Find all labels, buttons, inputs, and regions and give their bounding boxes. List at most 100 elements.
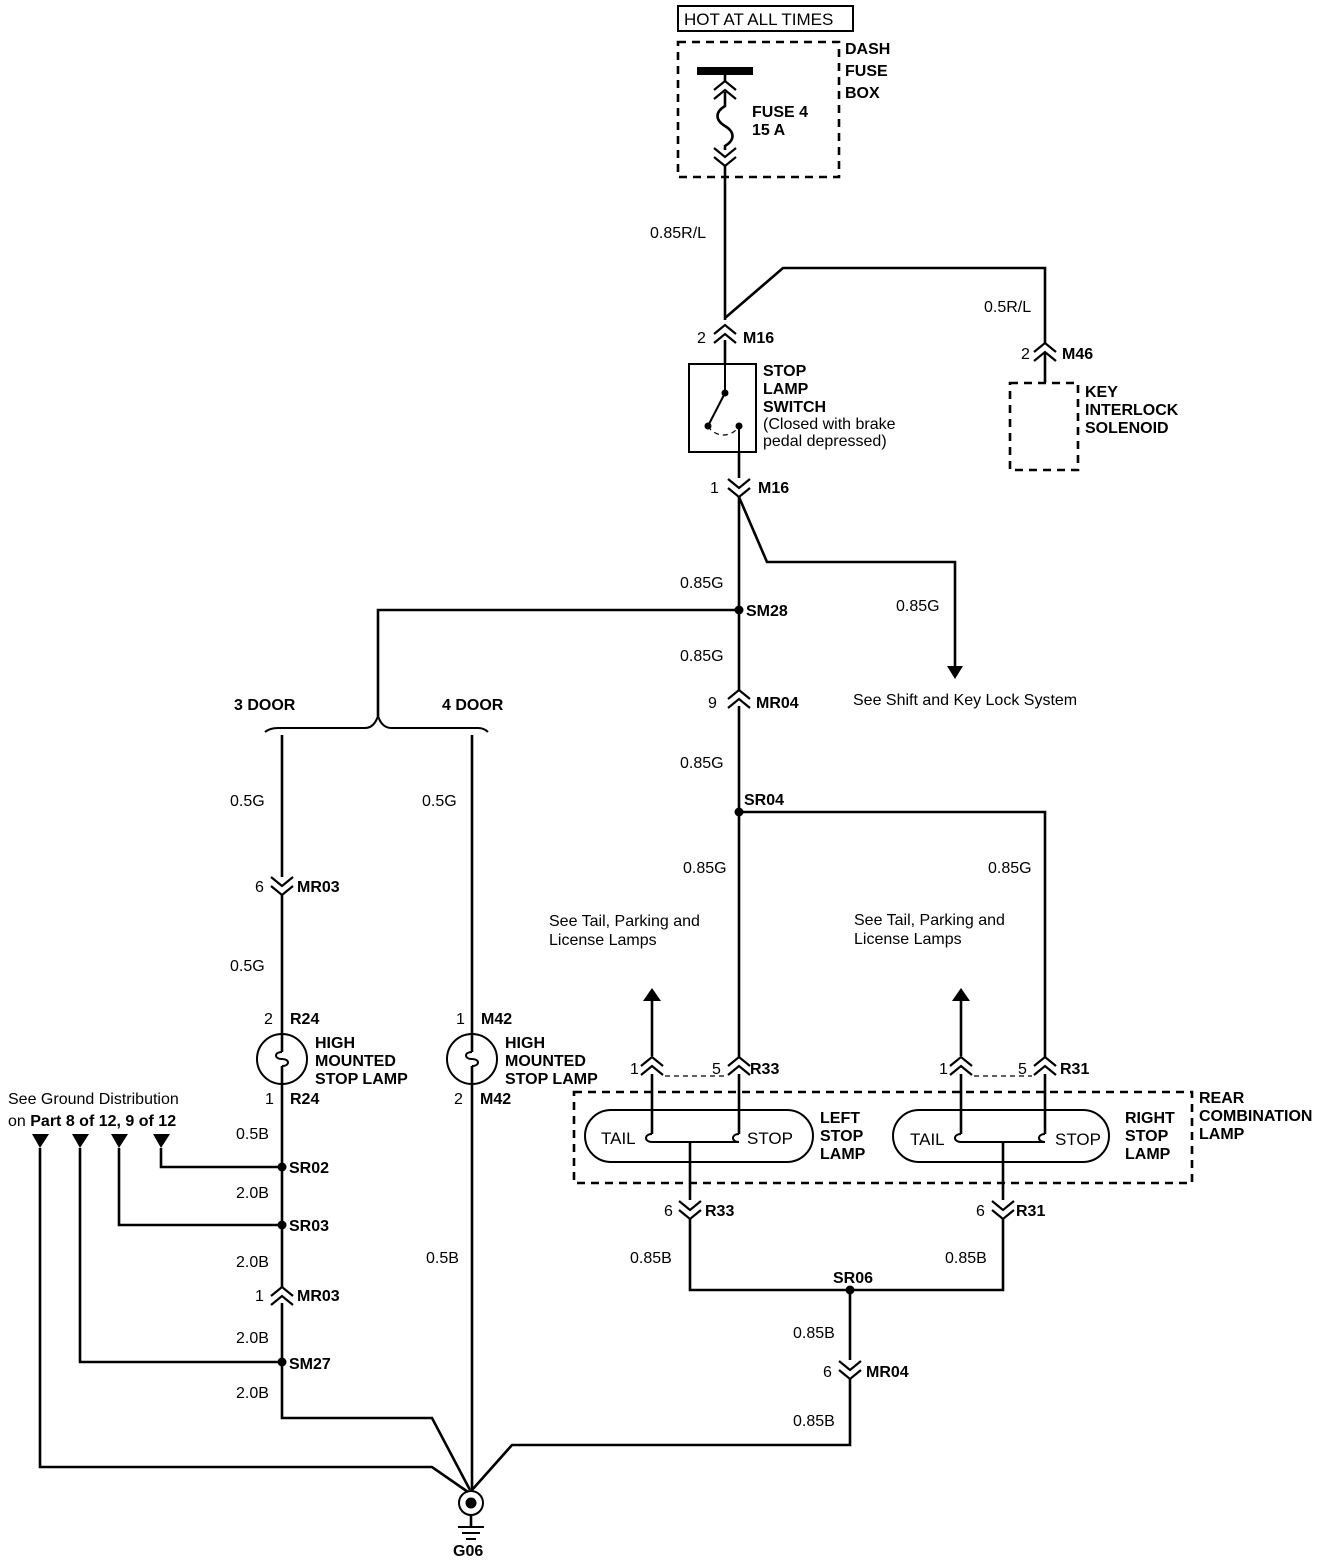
switch-note-2: pedal depressed): [763, 433, 887, 450]
splice-sr03-label: SR03: [289, 1218, 329, 1235]
fuse-box-label-1: DASH: [845, 41, 890, 58]
wire-label-switch-out: 0.85G: [680, 575, 724, 592]
switch-note-1: (Closed with brake: [763, 416, 896, 433]
wire-label-sr06-mr04: 0.85B: [793, 1325, 835, 1342]
key-interlock-solenoid: [1008, 381, 1080, 472]
mr03-upper-connector: [270, 876, 294, 897]
mr04-upper-connector: [727, 688, 751, 709]
wire-to-key-interlock: [724, 266, 1047, 344]
wire-label-right-ground: 0.85B: [945, 1250, 987, 1267]
mr03-lower-name: MR03: [297, 1288, 340, 1305]
hmsl-4door-label-2: MOUNTED: [505, 1053, 586, 1070]
left-lamp-label-3: LAMP: [820, 1146, 866, 1163]
power-bus-bar: [697, 67, 753, 75]
r33-ground-connector: [678, 1200, 702, 1221]
m46-name: M46: [1062, 346, 1093, 363]
hmsl-4door-label-3: STOP LAMP: [505, 1071, 598, 1088]
wire-sm28-to-hmsl: [376, 608, 739, 716]
m42-bottom-pin: 2: [454, 1091, 463, 1108]
mr04-lower-connector: [838, 1360, 862, 1381]
mr03-upper-pin: 6: [255, 879, 264, 896]
hmsl-4door-bulb: [446, 1033, 498, 1085]
rear-combination-label-1: REAR: [1199, 1090, 1245, 1107]
fuse-upper-connector: [713, 79, 737, 100]
shift-lock-arrow-icon: [947, 666, 963, 679]
wire-label-mr03: 2.0B: [236, 1254, 269, 1271]
mr04-upper-pin: 9: [708, 695, 717, 712]
r31-ground-connector: [991, 1200, 1015, 1221]
ground-g06-icon: [458, 1490, 484, 1540]
wire-label-sm27-down: 2.0B: [236, 1385, 269, 1402]
fuse-4: [716, 92, 734, 150]
r31-ground-name: R31: [1016, 1203, 1045, 1220]
ref-ground-dist-1: See Ground Distribution: [8, 1091, 179, 1108]
fuse-box-label-2: FUSE: [845, 63, 888, 80]
left-stop-label: STOP: [747, 1129, 793, 1148]
hot-at-all-times-label: HOT AT ALL TIMES: [684, 10, 833, 29]
mr04-upper-name: MR04: [756, 695, 799, 712]
r33-ground-name: R33: [705, 1203, 734, 1220]
mr04-lower-name: MR04: [866, 1364, 909, 1381]
hmsl-3door-label-1: HIGH: [315, 1035, 355, 1052]
wire-label-hmsl4-ground: 0.5B: [426, 1250, 459, 1267]
right-lamp-label-2: STOP: [1125, 1128, 1169, 1145]
ground-g06-label: G06: [453, 1543, 483, 1560]
r31-stop-name: R31: [1060, 1061, 1089, 1078]
m42-top-pin: 1: [456, 1011, 465, 1028]
wire-label-sr03: 2.0B: [236, 1185, 269, 1202]
mr03-lower-pin: 1: [255, 1288, 264, 1305]
wire-3door-ground-to-g06: [280, 1303, 472, 1491]
right-stop-lamp-bulb: [892, 1074, 1110, 1163]
rear-combination-label-2: COMBINATION: [1199, 1108, 1312, 1125]
wire-label-key-interlock: 0.5R/L: [984, 299, 1031, 316]
wire-label-right-lamp: 0.85G: [988, 860, 1032, 877]
fuse-lower-connector: [713, 147, 737, 168]
stop-lamp-switch: [688, 363, 757, 453]
ref-tail-parking-left-2: License Lamps: [549, 932, 657, 949]
splice-sm27-label: SM27: [289, 1356, 331, 1373]
r33-ground-pin: 6: [664, 1203, 673, 1220]
ref-tail-parking-right-2: License Lamps: [854, 931, 962, 948]
ref-tail-parking-right-1: See Tail, Parking and: [854, 912, 1005, 929]
hmsl-4door-label-1: HIGH: [505, 1035, 545, 1052]
right-lamp-label-3: LAMP: [1125, 1146, 1171, 1163]
wire-label-mr04-sr04: 0.85G: [680, 755, 724, 772]
switch-label-2: LAMP: [763, 381, 809, 398]
r31-stop-connector: [1033, 1055, 1057, 1076]
wire-label-hmsl4: 0.5G: [422, 793, 457, 810]
r33-tail-connector: [640, 1055, 664, 1076]
m16-top-name: M16: [743, 330, 774, 347]
ground-ref-arrow-3-icon: [111, 1134, 128, 1148]
r33-stop-name: R33: [750, 1061, 779, 1078]
r24-top-name: R24: [290, 1011, 319, 1028]
option-4-door: 4 DOOR: [442, 697, 504, 714]
left-lamp-label-1: LEFT: [820, 1110, 860, 1127]
option-3-door: 3 DOOR: [234, 697, 296, 714]
wire-label-hmsl3-lower: 0.5G: [230, 958, 265, 975]
m46-pin: 2: [1021, 346, 1030, 363]
ground-ref-arrow-1-icon: [32, 1134, 49, 1148]
wire-label-sr02: 0.5B: [236, 1126, 269, 1143]
ref-shift-key-lock: See Shift and Key Lock System: [853, 692, 1077, 709]
right-tail-label: TAIL: [910, 1130, 945, 1149]
left-tail-arrow-icon: [643, 988, 661, 1001]
rear-combination-lamp: [572, 1090, 1194, 1185]
r31-ground-pin: 6: [976, 1203, 985, 1220]
hmsl-3door-bulb: [256, 1033, 308, 1085]
m16-bottom-name: M16: [758, 480, 789, 497]
r24-top-pin: 2: [264, 1011, 273, 1028]
m42-bottom-name: M42: [480, 1091, 511, 1108]
fuse-rating-label: 15 A: [752, 122, 786, 139]
door-option-bracket: [264, 712, 489, 733]
splice-sr04-label: SR04: [744, 792, 784, 809]
m16-bottom-connector: [727, 478, 751, 499]
splice-sr06-label: SR06: [833, 1270, 873, 1287]
splice-sr02-label: SR02: [289, 1160, 329, 1177]
hmsl-3door-label-2: MOUNTED: [315, 1053, 396, 1070]
ref-ground-dist-2: on Part 8 of 12, 9 of 12: [8, 1113, 176, 1130]
r33-stop-pin: 5: [712, 1061, 721, 1078]
right-stop-label: STOP: [1055, 1130, 1101, 1149]
hot-at-all-times-box: HOT AT ALL TIMES: [677, 5, 854, 32]
mr03-lower-connector: [270, 1285, 294, 1306]
